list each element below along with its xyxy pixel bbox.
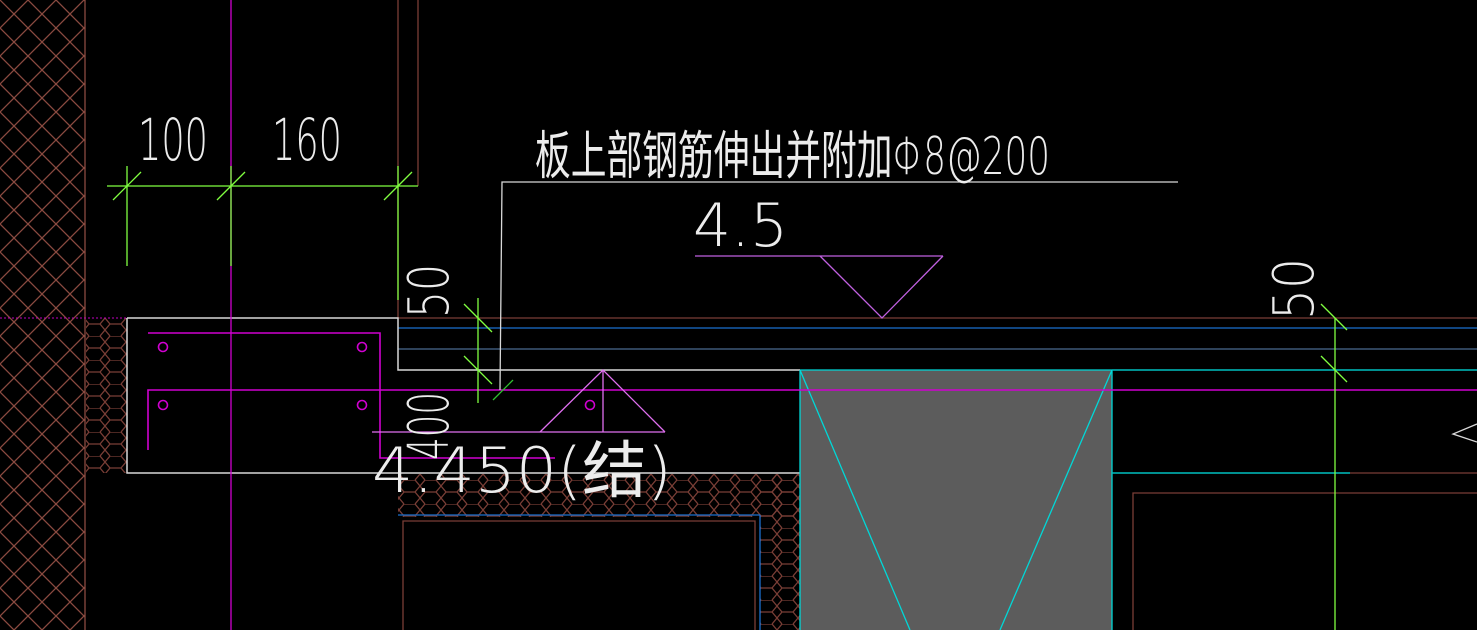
wall-crosshatch (0, 0, 86, 630)
elevation-4-450-structure: 4.450(结) (372, 434, 672, 507)
insulation-hatch (86, 318, 800, 630)
dimension-160: 160 (272, 106, 342, 174)
rebar (147, 0, 1477, 630)
elevation-symbol-top (695, 255, 944, 319)
rebar-annotation: 板上部钢筋伸出并附加Φ8@200 (535, 127, 1050, 187)
reference-lines (397, 0, 1477, 630)
dimension-lines (107, 166, 1348, 630)
column (799, 369, 1477, 630)
dimension-50-right: 50 (1262, 258, 1327, 320)
elevation-symbol-structure (372, 369, 666, 433)
slab-outline (126, 317, 800, 474)
dimension-400: 400 (397, 392, 462, 460)
dimension-100: 100 (138, 106, 208, 174)
blue-lines (398, 327, 1477, 630)
dimension-50-left: 50 (397, 264, 462, 318)
annotation-leader (499, 181, 1178, 391)
section-arrow (1451, 423, 1477, 443)
elevation-4-5: 4.5 (693, 191, 788, 261)
